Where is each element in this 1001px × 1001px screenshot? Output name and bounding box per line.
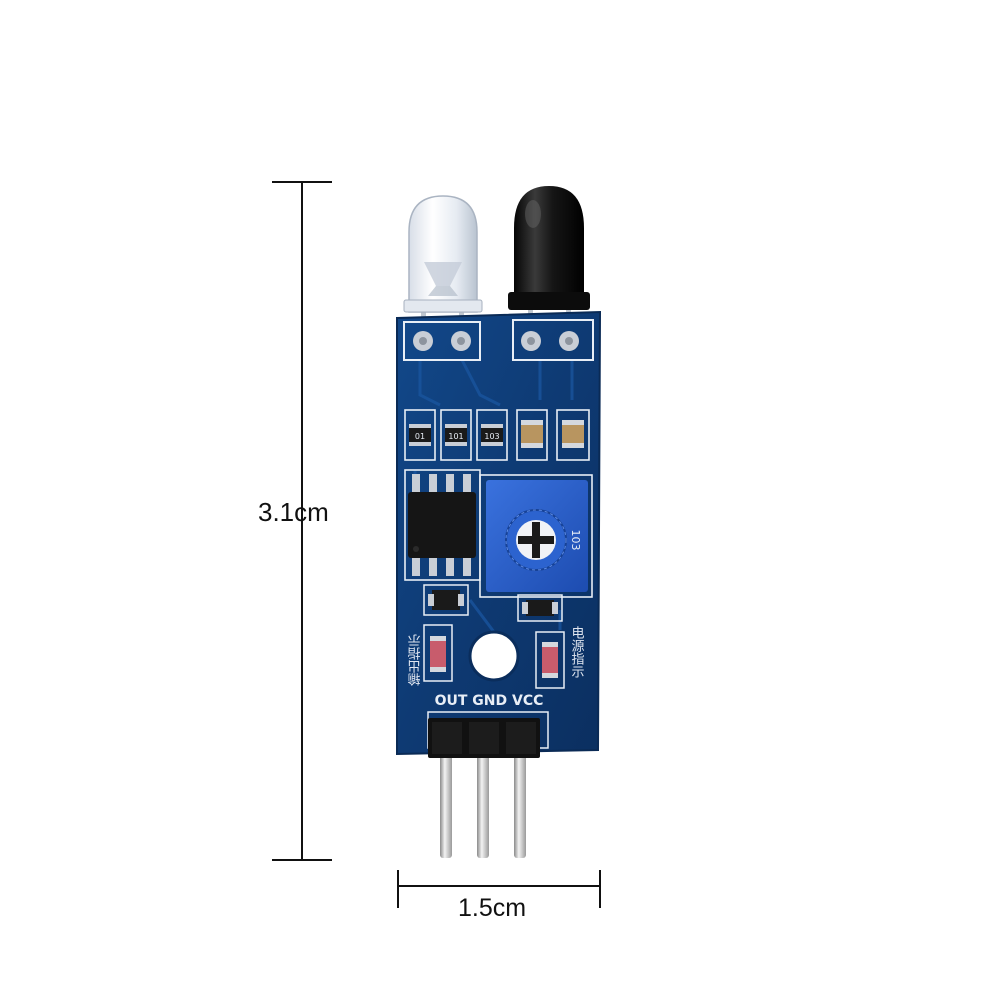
height-dimension-label: 3.1cm bbox=[258, 497, 329, 527]
mounting-hole bbox=[468, 630, 520, 682]
led-solder-pads bbox=[403, 319, 594, 361]
width-dimension-line bbox=[397, 870, 601, 908]
lower-smd-components bbox=[423, 584, 563, 622]
comparator-ic-chip bbox=[404, 469, 481, 581]
height-dimension-line bbox=[272, 181, 332, 861]
power-indicator-label: 电源指示 bbox=[569, 626, 585, 678]
ir-receiver-led bbox=[508, 186, 590, 310]
smd-resistors bbox=[404, 409, 590, 461]
trimmer-potentiometer bbox=[479, 474, 593, 598]
resistor-mark-2: 101 bbox=[448, 432, 463, 441]
resistor-mark-1: 01 bbox=[415, 432, 425, 441]
output-indicator-label: 输出指示 bbox=[408, 634, 424, 687]
width-dimension-label: 1.5cm bbox=[458, 894, 527, 922]
header-pins bbox=[440, 752, 526, 858]
pin-labels: OUT GND VCC bbox=[435, 693, 544, 709]
ir-emitter-led bbox=[403, 195, 483, 313]
pin-header-housing bbox=[427, 711, 549, 758]
resistor-mark-3: 103 bbox=[484, 432, 499, 441]
potentiometer-marking: 103 bbox=[569, 530, 582, 551]
indicator-leds bbox=[423, 624, 565, 689]
